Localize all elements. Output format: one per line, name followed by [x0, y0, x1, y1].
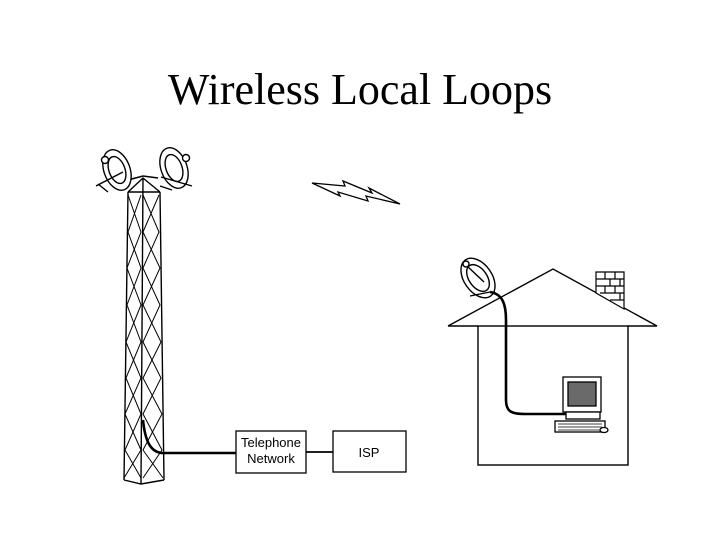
telephone-network-label-line1: Telephone [241, 435, 301, 450]
house-icon [447, 268, 658, 466]
microwave-dish-icon [95, 149, 132, 193]
slide-title: Wireless Local Loops [167, 65, 553, 114]
house-cable [489, 290, 566, 416]
computer-icon [554, 376, 609, 434]
microwave-dish-icon [159, 147, 193, 191]
tower-cable [141, 419, 236, 455]
microwave-dish-icon [460, 257, 496, 299]
tower-icon [123, 177, 165, 485]
telephone-network-box: Telephone Network [235, 430, 307, 474]
isp-box: ISP [332, 430, 407, 473]
telephone-network-label-line2: Network [247, 451, 295, 466]
chimney-icon [595, 271, 625, 311]
lightning-bolt-icon [311, 179, 401, 205]
isp-label: ISP [359, 445, 380, 460]
